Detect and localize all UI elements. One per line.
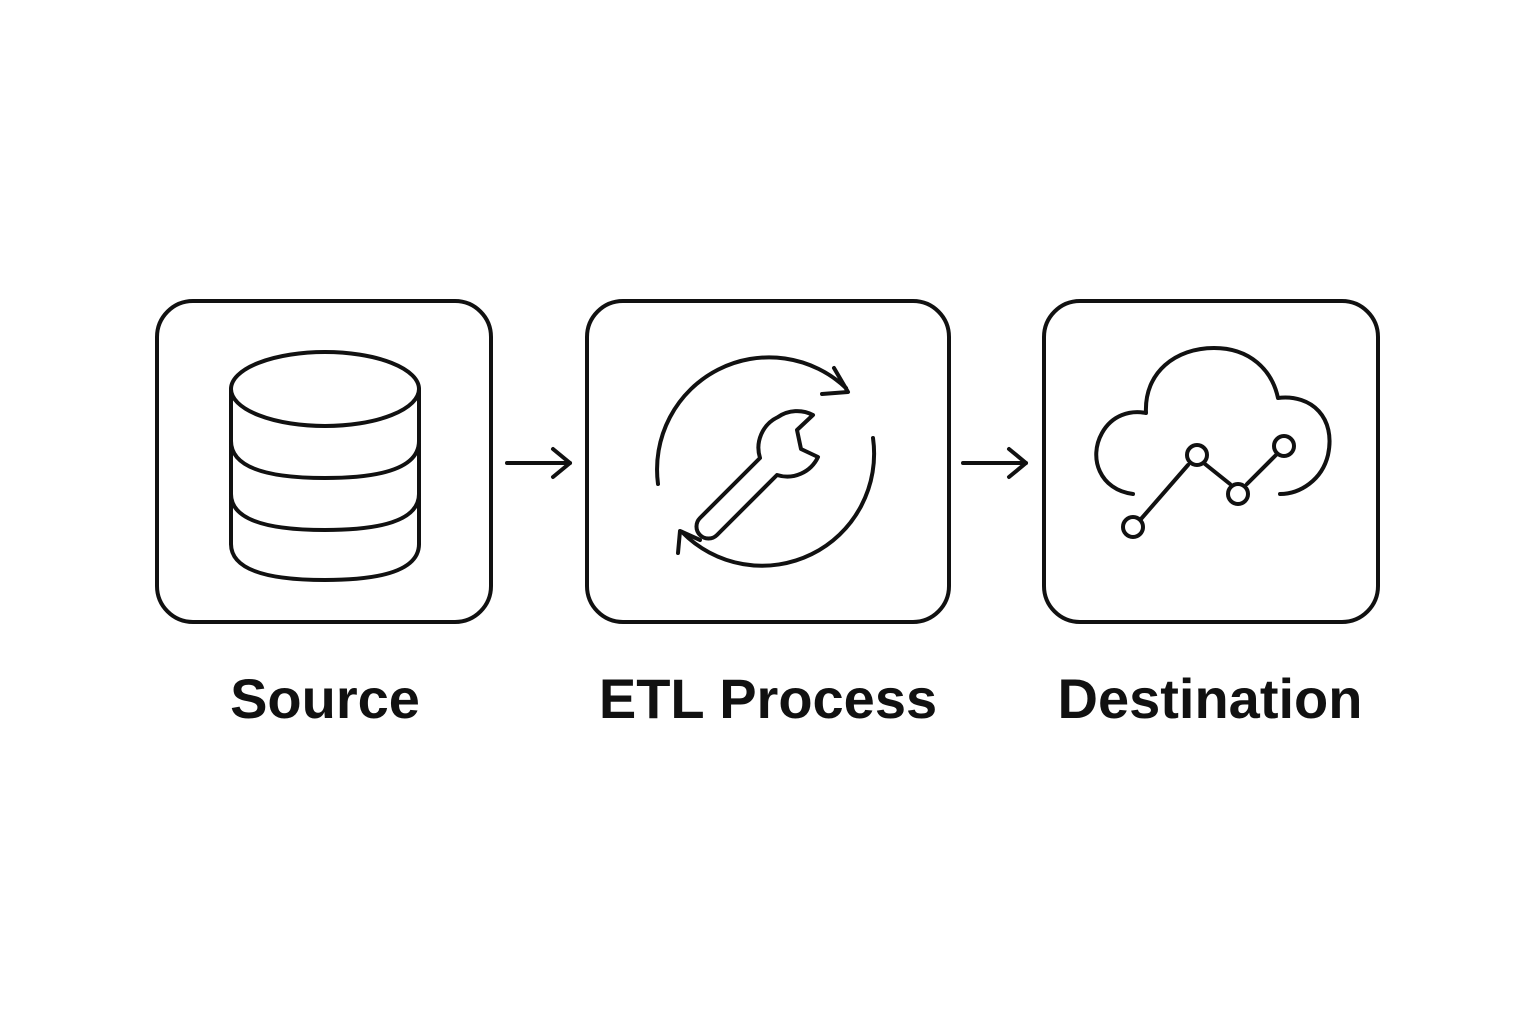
destination-box (1042, 299, 1380, 624)
source-box (155, 299, 493, 624)
etl-process-node: ETL Process (585, 299, 951, 730)
destination-node: Destination (1042, 299, 1380, 730)
cloud-analytics-icon (1094, 346, 1332, 539)
database-icon (229, 350, 421, 582)
etl-process-box (585, 299, 951, 624)
destination-label: Destination (1058, 667, 1363, 730)
source-label: Source (230, 667, 420, 730)
etl-process-label: ETL Process (599, 667, 937, 730)
wrench-refresh-icon (655, 355, 877, 568)
source-node: Source (155, 299, 493, 730)
arrow-etl-to-destination (961, 447, 1028, 479)
arrow-source-to-etl (505, 447, 572, 479)
